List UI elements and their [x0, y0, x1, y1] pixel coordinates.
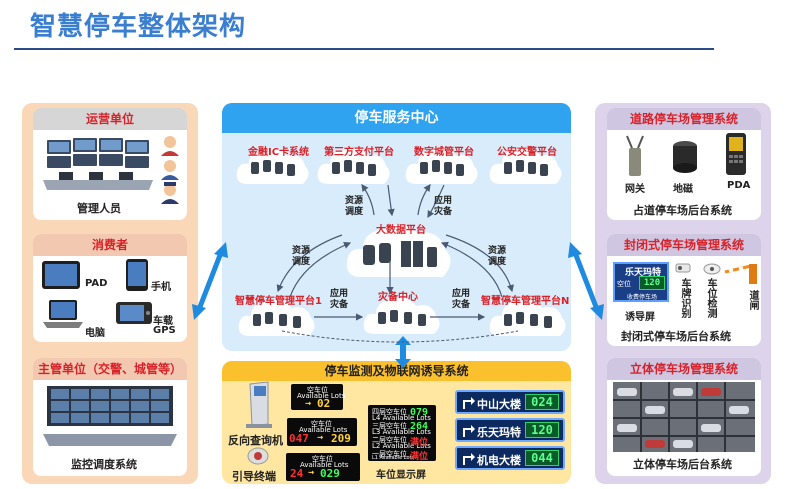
guide-terminal-icon	[247, 447, 269, 465]
pda-label: PDA	[727, 180, 751, 191]
ops-header: 运营单位	[33, 108, 187, 130]
turn-arrow-icon	[463, 453, 475, 465]
label-app-backup-1: 应用灾备	[434, 196, 453, 217]
gps-label: GPS	[153, 325, 176, 336]
page-title: 智慧停车整体架构	[30, 12, 247, 42]
road-parking-card: 道路停车场管理系统 网关 地磁 PDA 占道停车场后台系统	[607, 108, 761, 220]
pad-label: PAD	[85, 278, 108, 289]
closed-parking-header: 封闭式停车场管理系统	[607, 234, 761, 256]
cloud-label-platform-n: 智慧停车管理平台N	[481, 296, 570, 307]
guide-screen-label: 诱导屏	[625, 312, 655, 323]
consumer-card: 消费者 PAD 手机 电脑 车载 GPS	[33, 234, 187, 342]
digital-urban-cloud-icon	[405, 148, 478, 184]
turn-arrow-icon	[463, 397, 475, 409]
ops-caption: 管理人员	[77, 202, 121, 215]
phone-icon	[126, 259, 148, 291]
stereo-garage-icon	[613, 382, 755, 452]
phone-label: 手机	[151, 282, 171, 293]
title-divider	[14, 48, 714, 50]
authority-card: 主管单位（交警、城管等） 监控调度系统	[33, 358, 187, 476]
space-detection-label: 车位检测	[705, 278, 716, 318]
plate-camera-icon	[675, 263, 691, 273]
parking-service-center-header: 停车服务中心	[222, 103, 571, 133]
control-room-icon	[43, 138, 153, 190]
parking-level-board: 四层空车位 L4 Available Lots 079 三层空车位 L3 Ava…	[368, 405, 436, 462]
right-double-arrow-icon	[568, 242, 604, 320]
guide-sign-2: 乐天玛特 120	[455, 418, 565, 442]
road-parking-caption: 占道停车场后台系统	[633, 204, 732, 217]
guide-screen-icon: 乐天玛特 空位 120 收费停车场	[613, 262, 669, 302]
vertical-double-arrow-icon	[395, 336, 411, 368]
monitoring-wall-icon	[43, 386, 177, 446]
cloud-label-police-traffic: 公安交警平台	[497, 147, 557, 158]
stereo-parking-header: 立体停车场管理系统	[607, 358, 761, 380]
police-traffic-cloud-icon	[489, 148, 562, 184]
kiosk-label: 反向查询机	[228, 434, 283, 447]
barrier-gate-icon	[724, 264, 757, 284]
staff-avatars-icon	[161, 136, 179, 204]
label-app-backup-3: 应用灾备	[452, 289, 471, 310]
cloud-label-backup: 灾备中心	[378, 292, 418, 303]
center-connector-arrows	[276, 184, 519, 343]
closed-parking-card: 封闭式停车场管理系统 乐天玛特 空位 120 收费停车场 诱导屏 车牌识别 车位…	[607, 234, 761, 346]
display-label: 车位显示屏	[376, 470, 426, 481]
road-parking-header: 道路停车场管理系统	[607, 108, 761, 130]
guide-sign-1: 中山大楼 024	[455, 390, 565, 414]
label-resource-dispatch-1: 资源调度	[345, 196, 364, 217]
led-sign-1: 空车位 Available Lots → 02	[291, 384, 345, 410]
label-resource-dispatch-2: 资源调度	[292, 246, 311, 267]
label-app-backup-2: 应用灾备	[330, 289, 349, 310]
plate-recognition-label: 车牌识别	[679, 278, 690, 318]
stereo-parking-card: 立体停车场管理系统 立体停车场后台系统	[607, 358, 761, 476]
label-resource-dispatch-3: 资源调度	[488, 246, 507, 267]
cloud-label-financial-ic: 金融IC卡系统	[248, 147, 310, 158]
guide-terminal-label: 引导终端	[232, 470, 276, 483]
cloud-label-third-party-pay: 第三方支付平台	[324, 147, 394, 158]
left-double-arrow-icon	[192, 242, 228, 320]
led-sign-3: 空车位 Available Lots 24 → 029	[286, 453, 360, 481]
cloud-label-big-data: 大数据平台	[376, 225, 426, 236]
turn-arrow-icon	[463, 425, 475, 437]
car-label: 车载	[153, 316, 173, 327]
pda-icon	[726, 133, 746, 175]
consumer-header: 消费者	[33, 234, 187, 256]
ops-card: 运营单位 管理人员	[33, 108, 187, 220]
stereo-parking-caption: 立体停车场后台系统	[633, 458, 732, 471]
financial-ic-cloud-icon	[236, 148, 309, 184]
cloud-label-digital-urban: 数字城管平台	[414, 147, 474, 158]
magnetic-sensor-label: 地磁	[673, 184, 693, 195]
tablet-icon	[42, 261, 80, 289]
disaster-backup-cloud-icon	[363, 298, 440, 334]
magnetic-sensor-icon	[673, 141, 697, 173]
barrier-gate-label: 道闸	[747, 290, 758, 310]
car-gps-icon	[116, 302, 152, 324]
closed-parking-caption: 封闭式停车场后台系统	[621, 330, 731, 343]
guidance-system-header: 停车监测及物联网诱导系统	[222, 361, 571, 381]
cloud-label-platform-1: 智慧停车管理平台1	[235, 296, 322, 307]
big-data-cloud-icon	[346, 224, 451, 277]
gateway-icon	[626, 135, 644, 176]
laptop-icon	[43, 300, 83, 328]
kiosk-icon	[246, 381, 272, 428]
pc-label: 电脑	[85, 328, 105, 339]
authority-caption: 监控调度系统	[71, 458, 137, 471]
guide-sign-3: 机电大楼 044	[455, 446, 565, 470]
authority-header: 主管单位（交警、城管等）	[33, 358, 187, 380]
space-detector-icon	[703, 263, 721, 275]
led-sign-2: 空车位 Available Lots 047 → 209	[287, 418, 357, 446]
platform-1-cloud-icon	[238, 300, 315, 336]
gateway-label: 网关	[625, 184, 645, 195]
platform-n-cloud-icon	[489, 300, 566, 336]
third-party-pay-cloud-icon	[317, 148, 390, 184]
